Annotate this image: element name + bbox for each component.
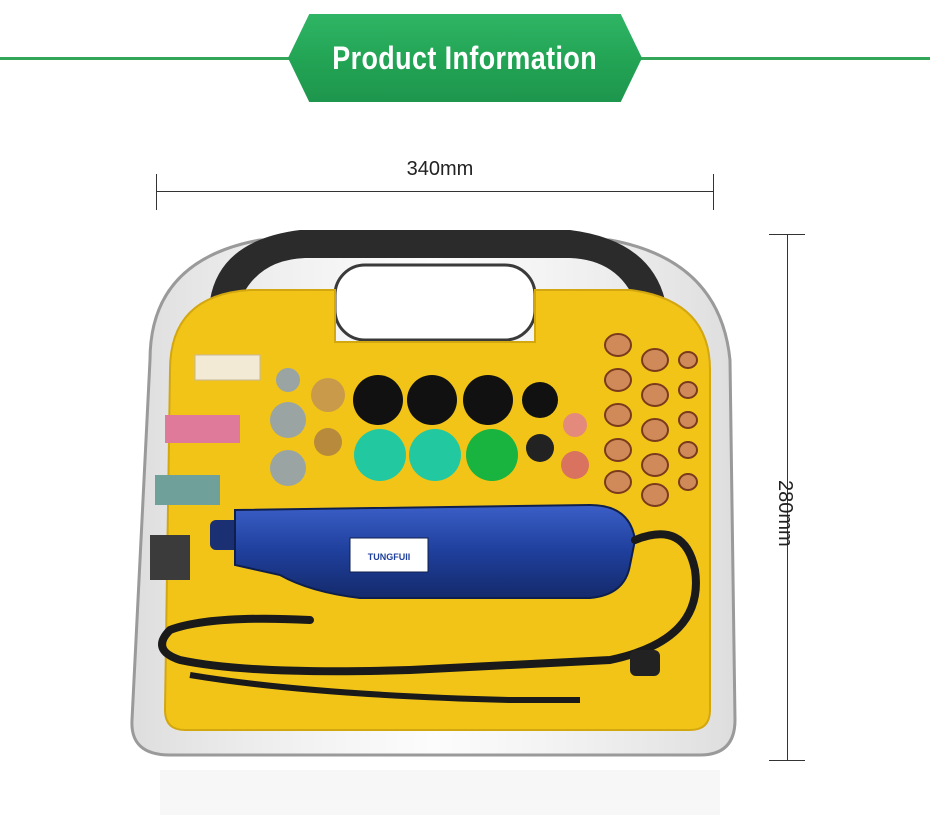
- cutting-disc: [463, 375, 513, 425]
- banner-divider-left: [0, 57, 300, 60]
- width-dimension-line: [156, 191, 714, 192]
- pink-stone: [561, 451, 589, 479]
- case-reflection: [160, 770, 720, 815]
- cutting-disc: [407, 375, 457, 425]
- height-dimension-tick-bottom: [769, 760, 805, 761]
- rotary-tool-kit-photo: TUNGFUII: [130, 230, 737, 815]
- flexible-shaft-cable: [158, 530, 700, 676]
- grinding-stones-pink: [165, 415, 240, 443]
- bristle-brush: [526, 434, 554, 462]
- cutting-disc: [522, 382, 558, 418]
- grinding-stones-green: [155, 475, 220, 505]
- grey-stone: [270, 450, 306, 486]
- banner-divider-right: [630, 57, 930, 60]
- power-cable: [189, 672, 580, 703]
- sanding-bands: [604, 333, 698, 507]
- height-dimension-label: 280mm: [774, 480, 796, 547]
- rotary-tool-body: [234, 503, 637, 599]
- power-plug: [630, 650, 660, 676]
- polishing-disc-teal: [409, 429, 461, 481]
- polishing-wheels: [194, 354, 261, 381]
- polishing-disc-green: [466, 429, 518, 481]
- wire-brush: [314, 428, 342, 456]
- tool-brand-plate: [349, 537, 429, 573]
- tool-collet: [210, 520, 240, 550]
- width-dimension-label: 340mm: [406, 158, 474, 180]
- width-dimension-tick-left: [156, 174, 157, 210]
- pink-stone: [563, 413, 587, 437]
- grey-stone: [270, 402, 306, 438]
- grey-stone: [276, 368, 300, 392]
- case-handle: [210, 230, 665, 315]
- banner-title: Product Information: [332, 39, 598, 76]
- height-dimension-tick-top: [769, 234, 805, 235]
- case-handle-opening: [333, 263, 537, 342]
- tool-brand-label: TUNGFUII: [368, 552, 411, 562]
- width-dimension-tick-right: [713, 174, 714, 210]
- cutting-discs-stack: [150, 535, 190, 580]
- cutting-disc: [353, 375, 403, 425]
- height-dimension-line: [787, 234, 788, 761]
- banner-badge: Product Information: [288, 14, 642, 102]
- polishing-disc-teal: [354, 429, 406, 481]
- wire-brush: [311, 378, 345, 412]
